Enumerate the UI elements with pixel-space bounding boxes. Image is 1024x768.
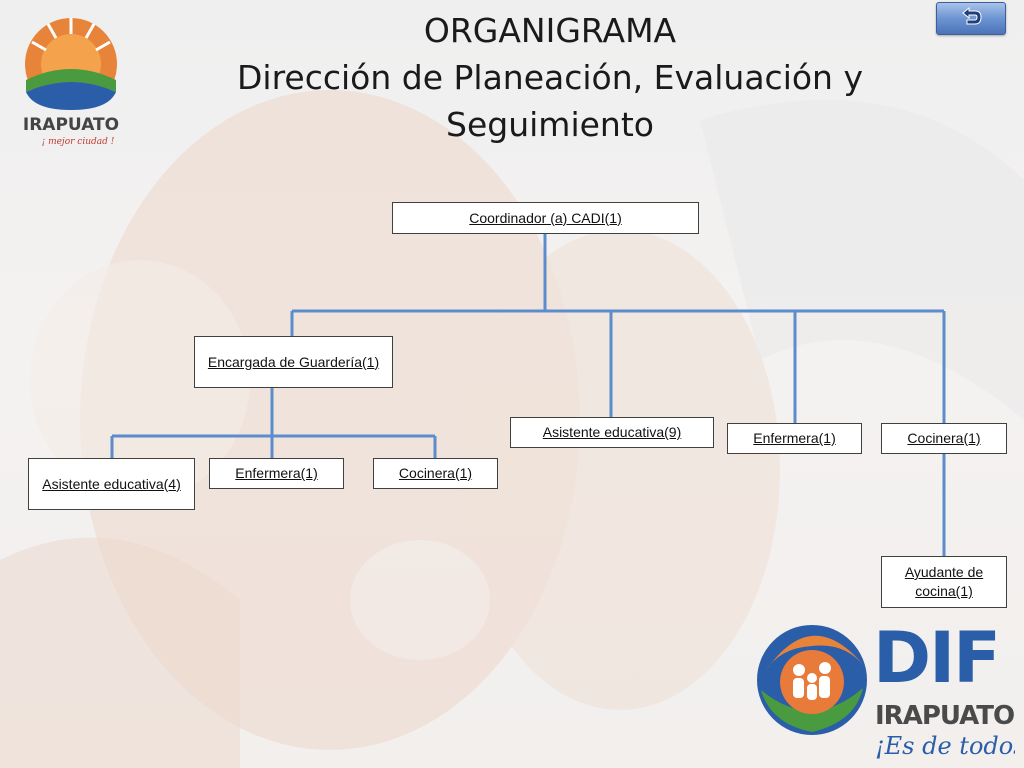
- irapuato-logo: IRAPUATO ¡ mejor ciudad !: [18, 10, 128, 150]
- enfermera-guarderia-box: Enfermera(1): [209, 458, 344, 489]
- cocinera-box: Cocinera(1): [881, 423, 1007, 454]
- dif-irapuato-logo: DIF IRAPUATO ¡Es de todos!: [755, 612, 1024, 762]
- encargada-guarderia-box: Encargada de Guardería(1): [194, 336, 393, 388]
- asistente-educativa-9-box: Asistente educativa(9): [510, 417, 714, 448]
- ayudante-cocina-box: Ayudante de cocina(1): [881, 556, 1007, 608]
- dif-logo-slogan: ¡Es de todos!: [875, 732, 1015, 760]
- title-line-1: ORGANIGRAMA: [423, 11, 677, 50]
- irapuato-logo-slogan: ¡ mejor ciudad !: [42, 137, 115, 147]
- irapuato-logo-name: IRAPUATO: [23, 115, 119, 135]
- cocinera-guarderia-box: Cocinera(1): [373, 458, 498, 489]
- title-line-3: Seguimiento: [446, 105, 654, 144]
- enfermera-box: Enfermera(1): [727, 423, 862, 454]
- page-title: ORGANIGRAMA Dirección de Planeación, Eva…: [200, 8, 900, 148]
- title-line-2: Dirección de Planeación, Evaluación y: [237, 58, 863, 97]
- asistente-educativa-4-box: Asistente educativa(4): [28, 458, 195, 510]
- dif-logo-name: DIF: [873, 617, 999, 699]
- dif-logo-city: IRAPUATO: [875, 701, 1014, 731]
- back-button[interactable]: [936, 2, 1006, 35]
- return-arrow-icon: [962, 7, 982, 25]
- coordinator-box: Coordinador (a) CADI(1): [392, 202, 699, 234]
